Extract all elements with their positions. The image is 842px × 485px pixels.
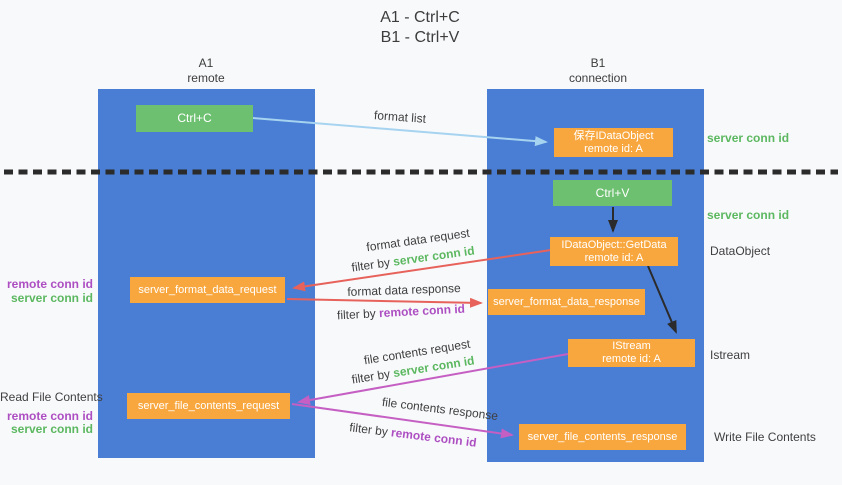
filter-by-text: filter by [350, 366, 395, 387]
left-server-conn-id-bottom: server conn id [10, 422, 93, 436]
idataobject-getdata-box: IDataObject::GetData remote id: A [550, 237, 678, 266]
format-list-label: format list [373, 108, 427, 126]
left-server-conn-id-top: server conn id [10, 291, 93, 305]
server-format-data-request-label: server_format_data_request [138, 283, 277, 296]
remote-conn-id-key: remote conn id [390, 425, 478, 450]
right-istream-label: Istream [710, 348, 751, 362]
filter-by-text: filter by [336, 306, 380, 323]
diagram-title: A1 - Ctrl+C B1 - Ctrl+V [345, 8, 495, 48]
right-server-conn-id-mid: server conn id [707, 208, 790, 222]
server-format-data-request-box: server_format_data_request [130, 277, 285, 303]
server-file-contents-request-label: server_file_contents_request [137, 399, 280, 412]
file-contents-response-label: file contents response [381, 394, 499, 424]
save-idataobject-line2: remote id: A [584, 142, 643, 155]
lane-b1-name: B1 [590, 56, 606, 70]
ctrl-c-box: Ctrl+C [136, 105, 253, 132]
filter-by-text: filter by [350, 254, 395, 275]
save-idataobject-box: 保存IDataObject remote id: A [554, 128, 673, 157]
left-remote-conn-id-top: remote conn id [6, 277, 93, 291]
server-file-contents-request-box: server_file_contents_request [127, 393, 290, 419]
right-server-conn-id-top: server conn id [707, 131, 790, 145]
lane-a1-name: A1 [198, 56, 214, 70]
remote-conn-id-key: remote conn id [378, 301, 466, 321]
right-write-file-contents-label: Write File Contents [714, 430, 816, 444]
filter-by-text: filter by [348, 420, 393, 440]
left-remote-conn-id-bottom: remote conn id [6, 409, 93, 423]
getdata-line2: remote id: A [584, 251, 644, 264]
istream-line2: remote id: A [602, 353, 661, 365]
ctrl-v-label: Ctrl+V [595, 185, 630, 200]
title-line-1: A1 - Ctrl+C [380, 9, 460, 26]
right-dataobject-label: DataObject [710, 244, 771, 258]
format-data-response-filter-label: filter by remote conn id [337, 302, 466, 323]
left-read-file-contents-label: Read File Contents [0, 390, 103, 404]
istream-box: IStream remote id: A [568, 339, 695, 367]
server-format-data-response-label: server_format_data_response [493, 295, 640, 308]
server-format-data-response-box: server_format_data_response [488, 289, 645, 315]
lane-header-a1: A1 remote [146, 56, 266, 86]
getdata-line1: IDataObject::GetData [561, 238, 667, 251]
ctrl-v-box: Ctrl+V [553, 180, 672, 206]
title-line-2: B1 - Ctrl+V [380, 29, 460, 46]
file-contents-response-filter-label: filter by remote conn id [349, 420, 478, 449]
server-file-contents-response-box: server_file_contents_response [519, 424, 686, 450]
format-data-response-label: format data response [347, 281, 461, 299]
lane-a1-subtitle: remote [187, 71, 225, 85]
ctrl-c-label: Ctrl+C [177, 111, 212, 125]
server-file-contents-response-label: server_file_contents_response [527, 430, 678, 443]
lane-b1-subtitle: connection [568, 71, 628, 85]
lane-header-b1: B1 connection [538, 56, 658, 86]
istream-line1: IStream [612, 340, 651, 352]
save-idataobject-line1: 保存IDataObject [573, 129, 654, 142]
